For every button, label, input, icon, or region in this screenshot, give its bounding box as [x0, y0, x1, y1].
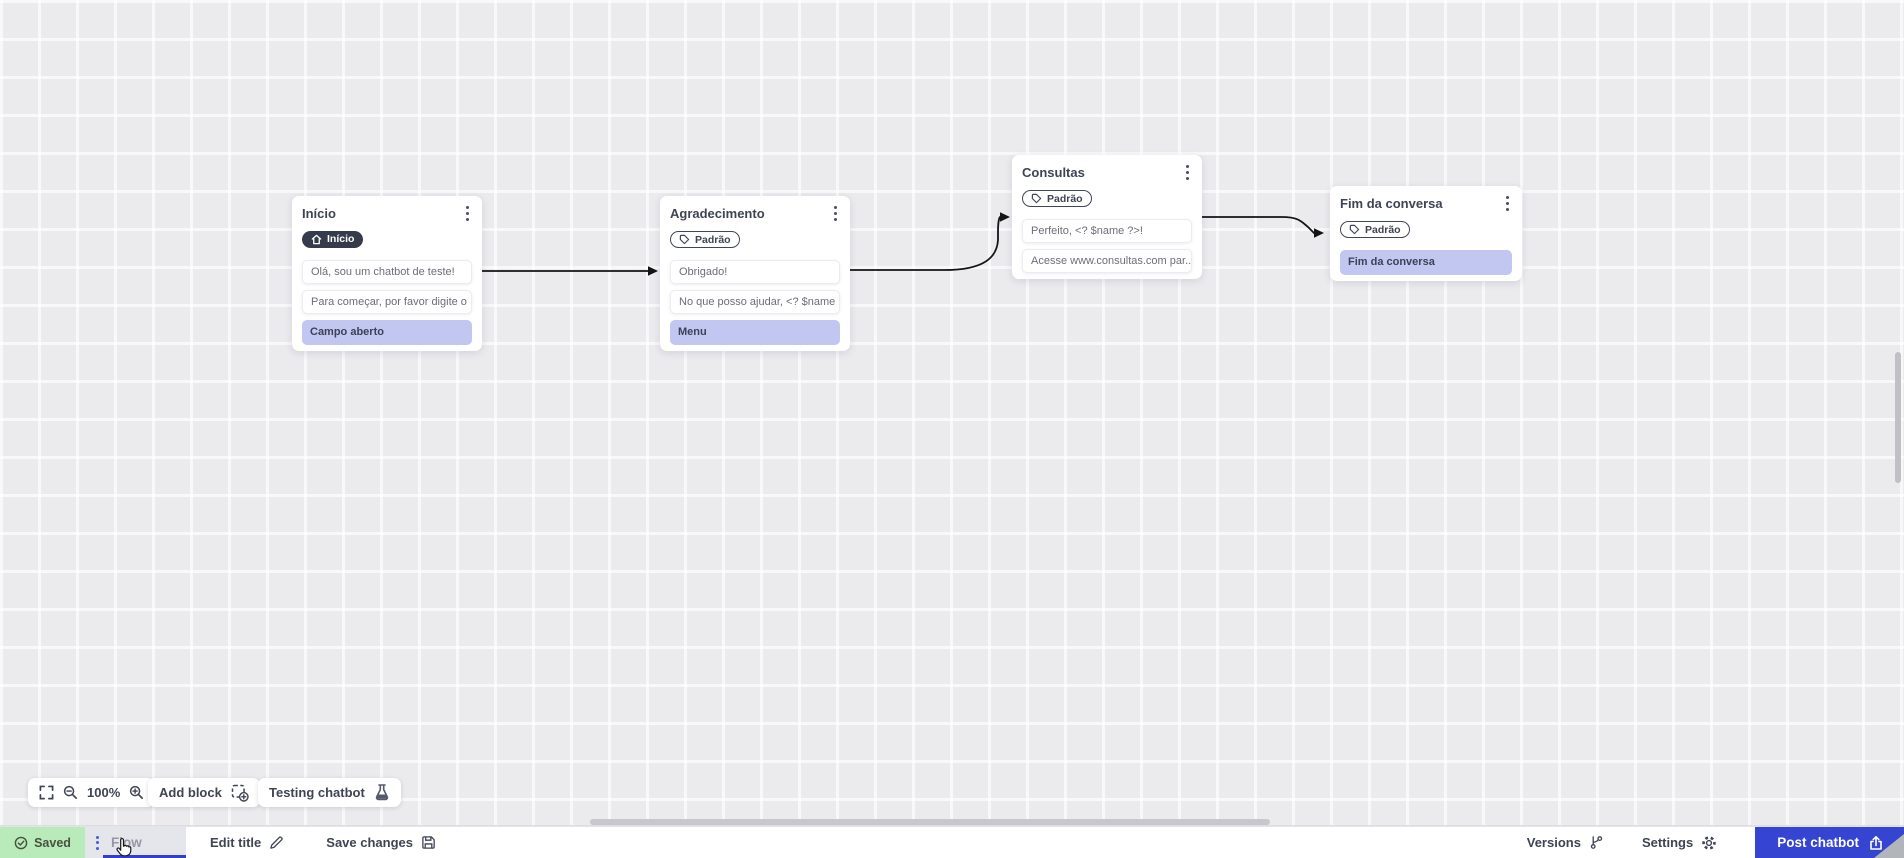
fullscreen-icon[interactable] [39, 785, 54, 800]
tag-icon [1349, 224, 1360, 235]
badge-label: Início [327, 233, 355, 245]
padrao-badge: Padrão [1022, 190, 1092, 207]
arrowhead [1314, 228, 1324, 238]
add-block-icon [231, 784, 249, 802]
node-fim-da-conversa[interactable]: Fim da conversa Padrão Fim da conversa [1330, 186, 1522, 281]
gear-icon [1702, 835, 1716, 850]
kebab-menu-icon[interactable] [1180, 164, 1194, 181]
node-inicio[interactable]: Início Início Olá, sou um chatbot de tes… [292, 196, 482, 351]
wire-consultas-fim [1201, 216, 1315, 234]
start-badge: Início [302, 231, 364, 248]
action-row[interactable]: Campo aberto [302, 320, 472, 345]
arrowhead [1000, 212, 1010, 222]
node-title: Início [302, 206, 336, 221]
tag-icon [1031, 193, 1042, 204]
node-consultas[interactable]: Consultas Padrão Perfeito, <? $name ?>! … [1012, 155, 1202, 279]
saved-status-badge: Saved [0, 827, 85, 858]
badge-label: Padrão [695, 233, 731, 246]
arrowhead [648, 266, 658, 276]
add-block-label: Add block [159, 785, 222, 800]
save-changes-label: Save changes [326, 835, 413, 850]
node-title: Fim da conversa [1340, 196, 1443, 211]
settings-label: Settings [1641, 835, 1694, 850]
home-icon [311, 234, 322, 245]
edit-title-label: Edit title [210, 835, 262, 850]
message-row[interactable]: No que posso ajudar, <? $name ... [670, 290, 840, 314]
node-title: Consultas [1022, 165, 1085, 180]
zoom-in-icon[interactable] [129, 785, 144, 800]
pencil-icon [270, 836, 283, 849]
mouse-cursor-pointer [116, 837, 132, 857]
padrao-badge: Padrão [1340, 221, 1410, 238]
message-row[interactable]: Olá, sou um chatbot de teste! [302, 260, 472, 284]
kebab-menu-icon[interactable] [828, 205, 842, 222]
connection-wires [481, 212, 1324, 276]
action-row[interactable]: Menu [670, 320, 840, 345]
badge-label: Padrão [1365, 223, 1401, 236]
settings-button[interactable]: Settings [1642, 827, 1717, 858]
floppy-icon [422, 836, 435, 849]
tag-icon [679, 234, 690, 245]
zoom-toolbar: 100% [28, 778, 156, 807]
message-row[interactable]: Para começar, por favor digite o ... [302, 290, 472, 314]
wire-agradecimento-consultas [849, 216, 1001, 271]
post-chatbot-label: Post chatbot [1777, 835, 1859, 850]
node-agradecimento[interactable]: Agradecimento Padrão Obrigado! No que po… [660, 196, 850, 351]
kebab-menu-icon[interactable] [1500, 195, 1514, 212]
zoom-level: 100% [87, 785, 121, 800]
bottom-bar: Saved Flow Edit title Save changes Versi… [0, 826, 1904, 858]
flask-icon [375, 784, 388, 801]
testing-chatbot-button[interactable]: Testing chatbot [258, 778, 401, 807]
versions-button[interactable]: Versions [1527, 827, 1604, 858]
node-title: Agradecimento [670, 206, 765, 221]
add-block-button[interactable]: Add block [148, 778, 260, 807]
check-circle-icon [14, 836, 28, 849]
edit-title-button[interactable]: Edit title [210, 827, 284, 858]
zoom-out-icon[interactable] [63, 785, 78, 800]
vertical-scrollbar[interactable] [1895, 352, 1901, 483]
badge-label: Padrão [1047, 192, 1083, 205]
padrao-badge: Padrão [670, 231, 740, 248]
horizontal-scrollbar[interactable] [590, 819, 1270, 825]
versions-label: Versions [1526, 835, 1581, 850]
kebab-menu-icon[interactable] [460, 205, 474, 222]
action-row[interactable]: Fim da conversa [1340, 250, 1512, 275]
message-row[interactable]: Acesse www.consultas.com par... [1022, 249, 1192, 273]
save-changes-button[interactable]: Save changes [326, 827, 436, 858]
message-row[interactable]: Perfeito, <? $name ?>! [1022, 219, 1192, 243]
message-row[interactable]: Obrigado! [670, 260, 840, 284]
testing-chatbot-label: Testing chatbot [269, 785, 365, 800]
tab-flow[interactable]: Flow [85, 827, 186, 858]
corner-resize-wedge [1874, 834, 1904, 858]
saved-label: Saved [34, 835, 71, 850]
flow-tab-label: Flow [111, 835, 142, 850]
kebab-icon[interactable] [96, 835, 99, 850]
flow-canvas[interactable]: Início Início Olá, sou um chatbot de tes… [0, 0, 1904, 826]
branch-icon [1590, 836, 1603, 849]
